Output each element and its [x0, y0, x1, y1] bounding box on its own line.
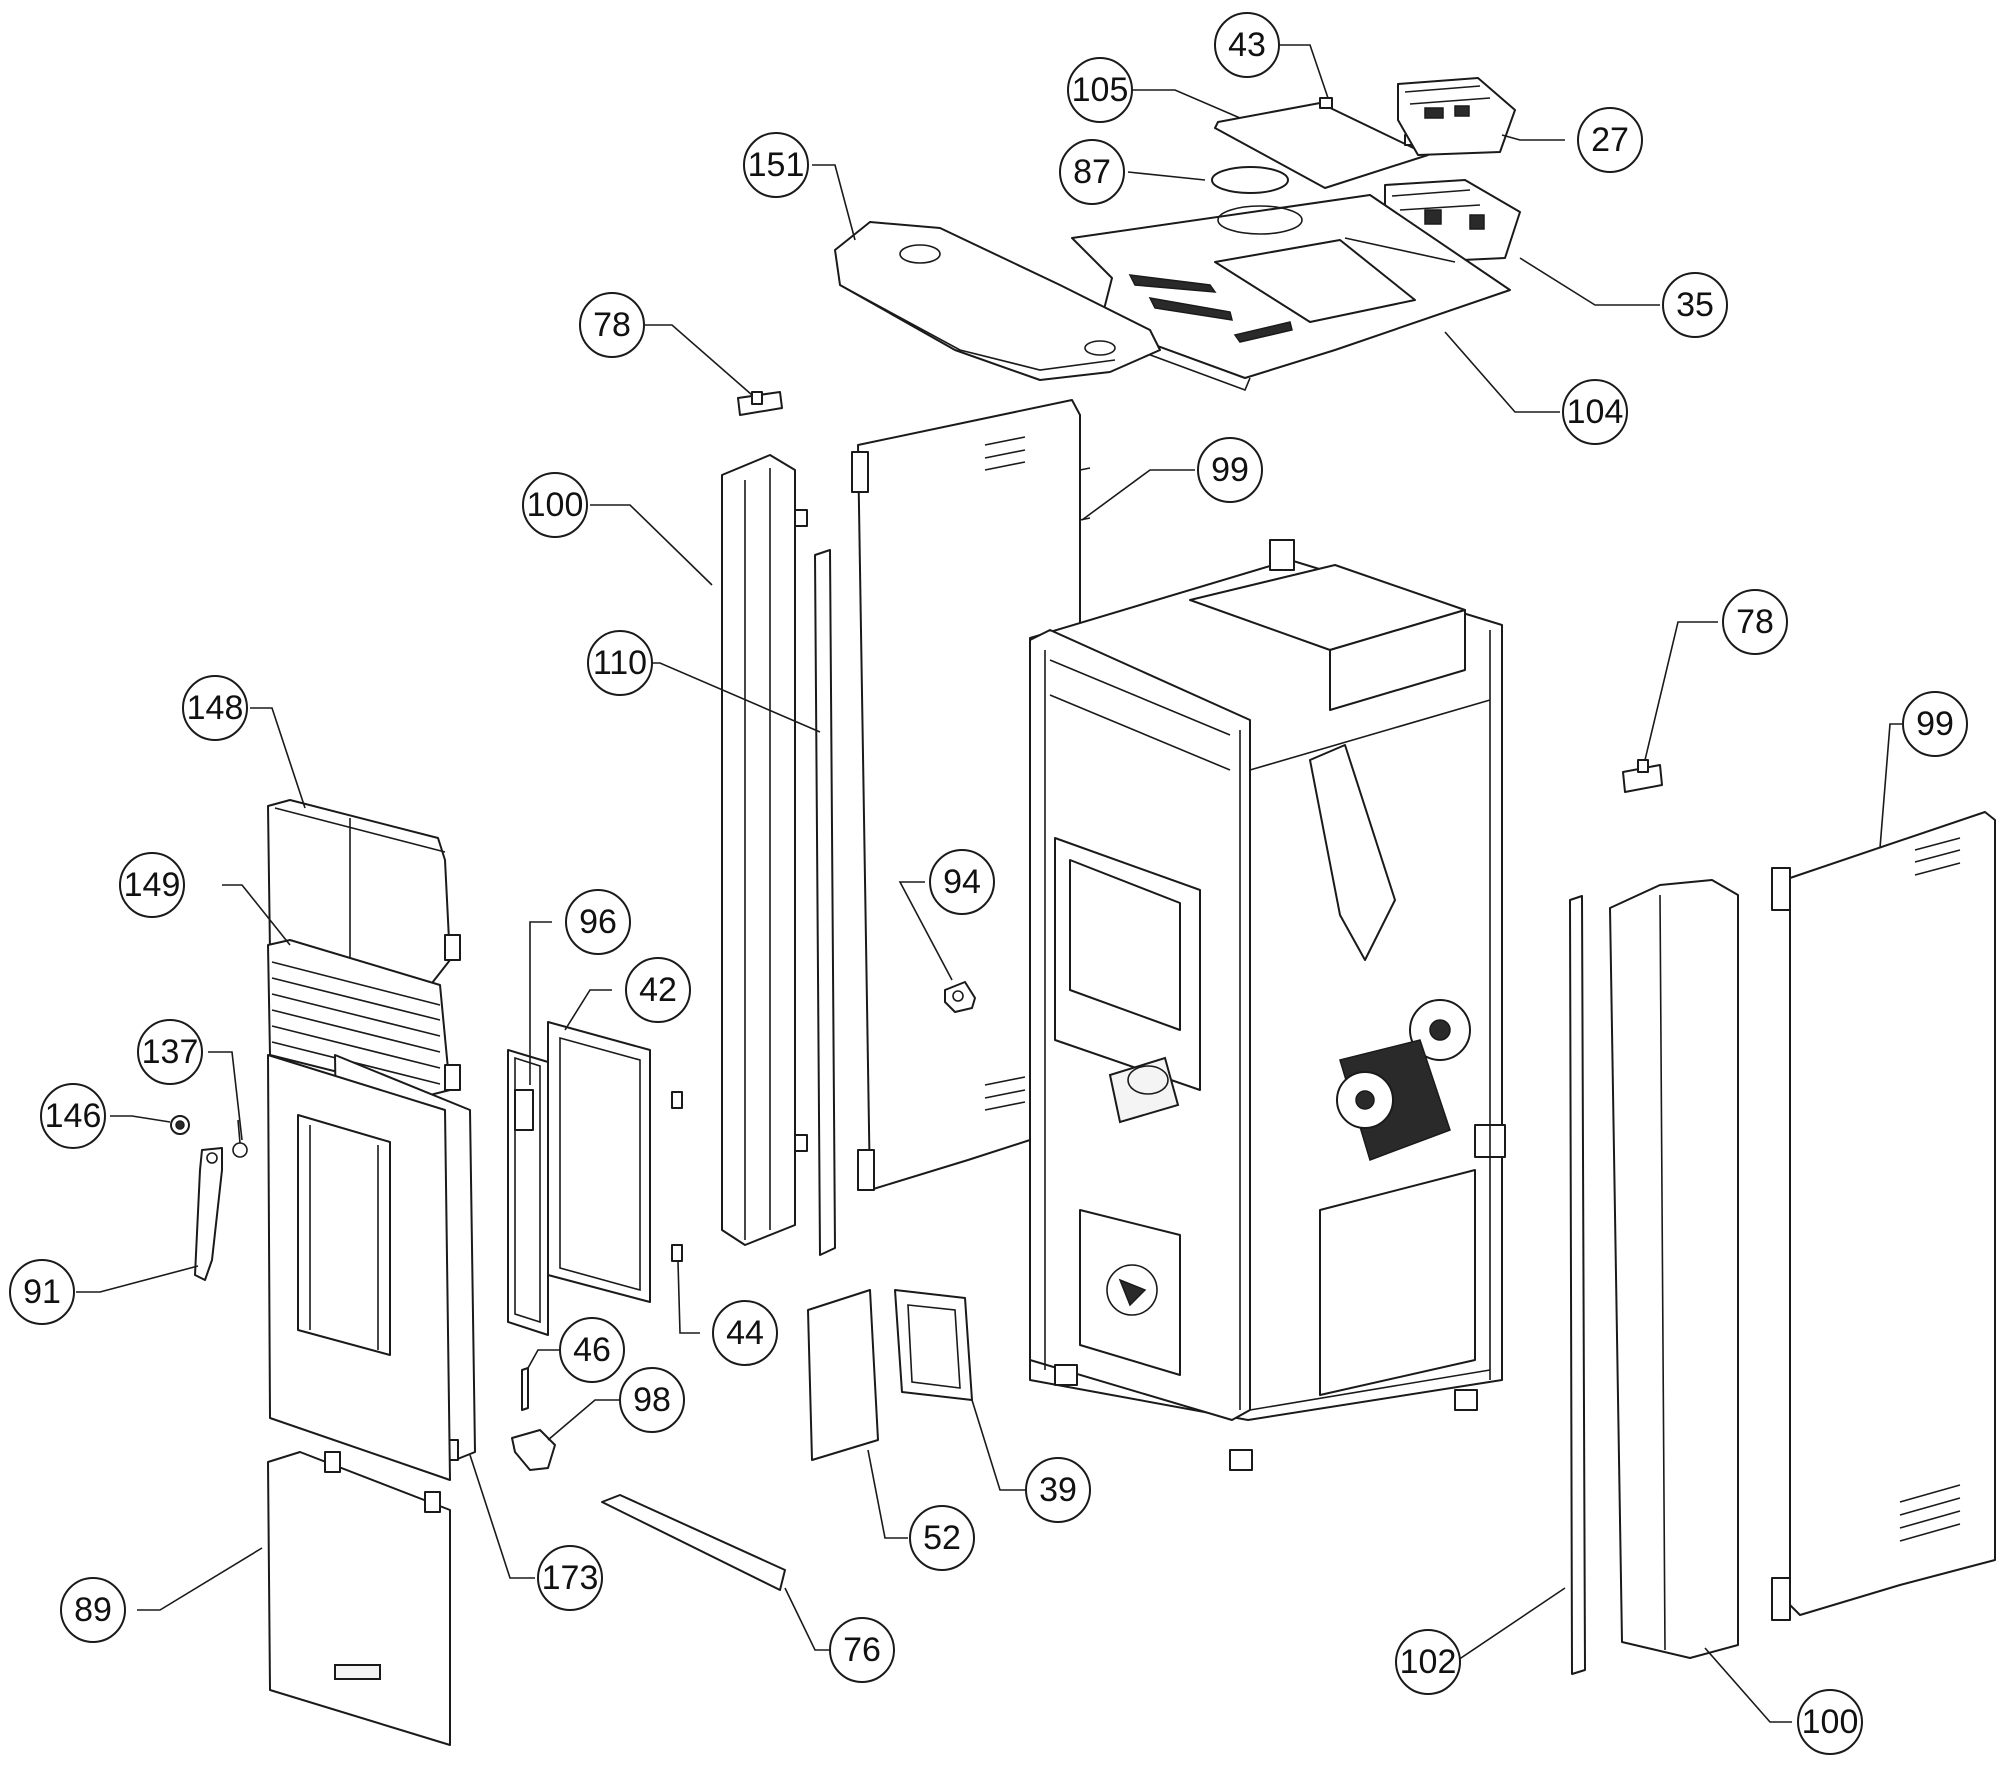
svg-text:96: 96 [579, 903, 617, 941]
svg-text:137: 137 [142, 1033, 199, 1071]
main-stove-body [1029, 539, 1506, 1471]
part-146-knob [170, 1115, 190, 1135]
callout-151: 151 [743, 132, 809, 198]
callout-44: 44 [712, 1300, 778, 1366]
callout-173: 173 [537, 1545, 603, 1611]
part-42-glass [547, 1021, 651, 1303]
callouts: 43 105 27 87 151 35 78 104 99 100 110 78… [9, 12, 1968, 1755]
svg-text:39: 39 [1039, 1471, 1077, 1509]
callout-78-top: 78 [579, 292, 645, 358]
svg-text:99: 99 [1916, 705, 1954, 743]
svg-text:76: 76 [843, 1631, 881, 1669]
svg-text:46: 46 [573, 1331, 611, 1369]
svg-text:99: 99 [1211, 451, 1249, 489]
svg-text:52: 52 [923, 1519, 961, 1557]
callout-87: 87 [1059, 139, 1125, 205]
callout-98: 98 [619, 1367, 685, 1433]
svg-text:78: 78 [593, 306, 631, 344]
svg-text:94: 94 [943, 863, 981, 901]
svg-text:91: 91 [23, 1273, 61, 1311]
callout-42: 42 [625, 957, 691, 1023]
part-76-bottom-rail [601, 1494, 786, 1591]
callout-148: 148 [182, 675, 248, 741]
part-148-front-upper-cover [267, 799, 461, 993]
callout-149: 149 [119, 852, 185, 918]
part-137-spring [232, 1119, 248, 1158]
svg-text:146: 146 [45, 1097, 102, 1135]
part-98-hinge [511, 1429, 556, 1471]
svg-text:100: 100 [1802, 1703, 1859, 1741]
part-151-top-cover [834, 221, 1161, 381]
svg-text:151: 151 [748, 146, 805, 184]
part-46-pin [521, 1367, 529, 1411]
callout-76: 76 [829, 1617, 895, 1683]
part-149-grille [267, 939, 461, 1096]
part-91-handle [194, 1147, 223, 1281]
callout-94: 94 [929, 849, 995, 915]
callout-39: 39 [1025, 1457, 1091, 1523]
callout-99-right: 99 [1902, 691, 1968, 757]
svg-text:35: 35 [1676, 286, 1714, 324]
svg-text:78: 78 [1736, 603, 1774, 641]
callout-99-left: 99 [1197, 437, 1263, 503]
door-front-panel [267, 1054, 451, 1481]
part-100-right-corner-post [1609, 879, 1739, 1659]
svg-text:149: 149 [124, 866, 181, 904]
part-44-clip-upper [671, 1091, 683, 1109]
callout-78-right: 78 [1722, 589, 1788, 655]
part-96-gasket-frame [507, 1049, 549, 1336]
part-100-left-corner-post [721, 454, 808, 1246]
callout-35: 35 [1662, 272, 1728, 338]
part-99-right-side-panel [1771, 811, 1996, 1621]
part-87-gasket [1211, 166, 1289, 194]
svg-text:43: 43 [1228, 26, 1266, 64]
svg-text:100: 100 [527, 486, 584, 524]
svg-text:42: 42 [639, 971, 677, 1009]
callout-43: 43 [1214, 12, 1280, 78]
leader-lines [76, 44, 1935, 1723]
part-39-inspection-frame [894, 1289, 973, 1401]
part-52-plate [807, 1289, 879, 1461]
part-78-bracket-right [1622, 759, 1663, 793]
svg-text:104: 104 [1567, 393, 1624, 431]
svg-text:148: 148 [187, 689, 244, 727]
callout-91: 91 [9, 1259, 75, 1325]
callout-104: 104 [1562, 379, 1628, 445]
part-94-latch [944, 981, 976, 1013]
part-44-clip-lower [671, 1244, 683, 1262]
svg-text:89: 89 [74, 1591, 112, 1629]
callout-89: 89 [60, 1577, 126, 1643]
svg-text:87: 87 [1073, 153, 1111, 191]
part-27-control-box [1397, 77, 1516, 156]
svg-text:44: 44 [726, 1314, 764, 1352]
svg-text:102: 102 [1400, 1643, 1457, 1681]
callout-46: 46 [559, 1317, 625, 1383]
callout-146: 146 [40, 1083, 106, 1149]
part-89-lower-front-panel [267, 1451, 451, 1746]
callout-96: 96 [565, 889, 631, 955]
part-102-right-strip [1569, 895, 1586, 1675]
callout-110: 110 [587, 630, 653, 696]
svg-text:27: 27 [1591, 121, 1629, 159]
callout-105: 105 [1067, 57, 1133, 123]
svg-text:110: 110 [593, 644, 647, 682]
callout-102: 102 [1395, 1629, 1461, 1695]
part-78-bracket-left [737, 391, 783, 416]
callout-100-left: 100 [522, 472, 588, 538]
part-104-top-plate [1071, 194, 1511, 392]
callout-27: 27 [1577, 107, 1643, 173]
svg-text:173: 173 [542, 1559, 599, 1597]
part-110-left-strip [814, 549, 836, 1256]
svg-text:105: 105 [1072, 71, 1129, 109]
callout-100-right: 100 [1797, 1689, 1863, 1755]
callout-52: 52 [909, 1505, 975, 1571]
callout-137: 137 [137, 1019, 203, 1085]
svg-text:98: 98 [633, 1381, 671, 1419]
